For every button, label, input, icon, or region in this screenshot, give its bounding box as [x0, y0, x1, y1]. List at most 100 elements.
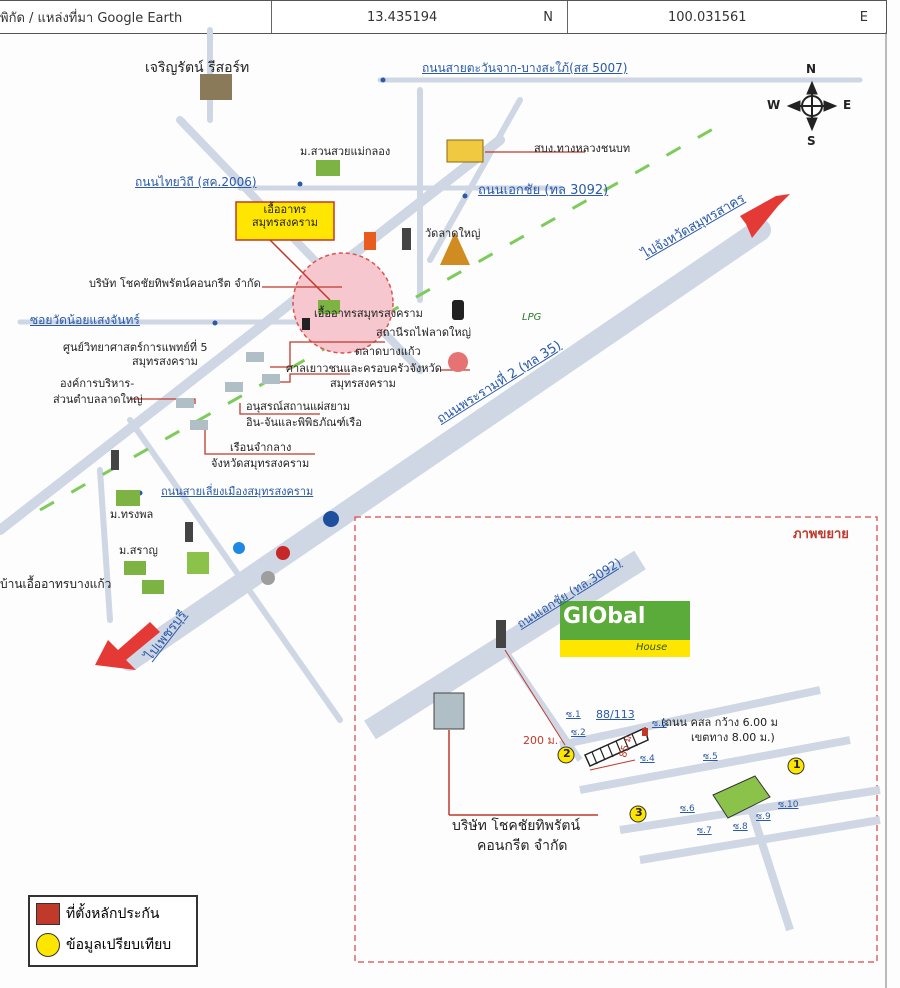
house-icon: [318, 300, 340, 314]
inset-company-label-2: คอนกรีต จำกัด: [477, 838, 568, 854]
inset-road-note-1: (ถนน คสล กว้าง 6.00 ม: [661, 716, 778, 729]
inset-soi-1: ซ.1: [566, 710, 581, 720]
prison-label-2: จังหวัดสมุทรสงคราม: [211, 457, 310, 470]
coordinate-header: พิกัด / แหล่งที่มา Google Earth 13.43519…: [0, 0, 887, 34]
seven-eleven-icon: [364, 232, 376, 250]
traffic-light-icon: [185, 522, 193, 542]
road-bypass: [0, 135, 505, 535]
inset-soi-6: ซ.6: [680, 804, 695, 814]
road-network: [0, 27, 863, 723]
legend-row-collateral: ที่ตั้งหลักประกัน: [36, 903, 159, 925]
resort-label: เจริญรัตน์ รีสอร์ท: [145, 60, 250, 76]
sao-label-1: องค์การบริหาร-: [60, 377, 135, 390]
market-icon: [448, 352, 468, 372]
resort-icon: [200, 74, 232, 100]
road-diag-north: [427, 97, 523, 263]
building-icon: [190, 420, 208, 430]
tambon-office-label: สบง.ทางหลวงชนบท: [534, 142, 631, 155]
building-icon: [262, 374, 280, 384]
science-center-label-1: ศูนย์วิทยาศาสตร์การแพทย์ที่ 5: [63, 341, 208, 354]
arrow-to-samut-sakhon: [740, 194, 790, 238]
railway-line: [39, 123, 721, 512]
building-icon: [176, 398, 194, 408]
inset-soi-2: ซ.2: [571, 728, 586, 738]
inset-brand-name: GlObal: [563, 604, 646, 629]
house-icon: [116, 490, 140, 506]
traffic-light-icon: [111, 450, 119, 470]
temple-label: วัดลาดใหญ่: [425, 227, 481, 240]
train-icon: [452, 300, 464, 320]
longitude-value: 100.031561: [668, 9, 747, 25]
callout-label: เอื้ออาทร สมุทรสงคราม: [252, 203, 318, 229]
m-songphon-label: ม.ทรงพล: [110, 508, 154, 521]
ford-icon: [323, 511, 339, 527]
compass-e: E: [843, 98, 852, 112]
m-saran-label: ม.สราญ: [119, 544, 158, 557]
house-icon: [142, 580, 164, 594]
traffic-light-icon: [402, 228, 411, 250]
latitude-value: 13.435194: [367, 9, 438, 25]
youth-court-label-1: ศาลเยาวชนและครอบครัวจังหวัด: [286, 362, 442, 375]
comparison-swatch: [36, 933, 60, 957]
inset-road-note-2: เขตทาง 8.00 ม.): [691, 731, 775, 744]
inset-company-label-1: บริษัท โชคชัยทิพรัตน์: [452, 818, 581, 834]
arrow-to-phetchaburi: [95, 622, 160, 670]
collateral-swatch: [36, 903, 60, 925]
road-5007-label: ถนนสายตะวันจาก-บางสะใภ้(สส 5007): [422, 61, 628, 75]
road-2006-label: ถนนไทยวิถี (สค.2006): [135, 175, 257, 189]
inset-soi-4: ซ.4: [640, 754, 655, 764]
youth-court-label-2: สมุทรสงคราม: [330, 377, 396, 390]
latitude-cell: 13.435194 N: [272, 1, 568, 33]
comparison-markers: [557, 746, 805, 823]
inset-dist-200: 200 ม.: [523, 734, 559, 747]
inset-plot-no: 88/113: [596, 708, 635, 721]
compass-s: S: [807, 134, 816, 148]
inset-soi-10: ซ.10: [778, 800, 799, 810]
map-legend: ที่ตั้งหลักประกัน ข้อมูลเปรียบเทียบ: [28, 895, 198, 967]
station-label: สถานีรถไฟลาดใหญ่: [376, 326, 472, 339]
road-bypass-label: ถนนสายเลี่ยงเมืองสมุทรสงคราม: [161, 485, 314, 498]
compass-rose: [786, 80, 838, 132]
museum-label: อิน-จันและพิพิธภัณฑ์เรือ: [246, 416, 362, 429]
baan-ua-label: บ้านเอื้ออาทรบางแก้ว: [0, 577, 112, 591]
office-icon: [446, 139, 484, 163]
road-south: [127, 417, 343, 723]
carrefour-icon: [233, 542, 245, 554]
target-area-circle: [292, 252, 394, 354]
building-icon: [225, 382, 243, 392]
inset-soi-8: ซ.8: [733, 822, 748, 832]
marker-1-label: 1: [793, 758, 801, 771]
inset-soi-5: ซ.5: [703, 752, 718, 762]
science-center-label-2: สมุทรสงคราม: [132, 355, 198, 368]
compass-w: W: [767, 98, 781, 112]
longitude-dir: E: [859, 9, 868, 25]
legend-comparison-label: ข้อมูลเปรียบเทียบ: [66, 937, 172, 953]
callout-pointer: [269, 239, 331, 301]
m-suan-label: ม.สวนสวยแม่กลอง: [300, 145, 391, 158]
road-west: [97, 467, 113, 623]
inset-soi-9: ซ.9: [756, 812, 771, 822]
inset-traffic-light-icon: [496, 620, 506, 648]
callout-box: [235, 201, 335, 241]
house-icon: [124, 561, 146, 575]
marker-2-label: 2: [563, 747, 571, 760]
inset-soi-3: ซ.3: [652, 719, 667, 729]
company-label: บริษัท โชคชัยทิพรัตน์คอนกรีต จำกัด: [89, 277, 261, 290]
longitude-cell: 100.031561 E: [568, 1, 886, 33]
prison-label-1: เรือนจำกลาง: [230, 441, 292, 454]
collateral-marker: [302, 318, 310, 330]
brand-logo-strip: [560, 640, 690, 657]
temple-icon: [440, 232, 470, 265]
inset-brand-sub: House: [636, 642, 668, 653]
inset-frame: [354, 516, 878, 963]
monument-label: อนุสรณ์สถานแผ่สยาม: [246, 400, 351, 413]
market-label: ตลาดบางแก้ว: [355, 345, 421, 358]
house-icon: [316, 160, 340, 176]
inset-title: ภาพขยาย: [793, 527, 849, 542]
road-rama2: [119, 219, 771, 671]
lpg-label: LPG: [522, 312, 542, 323]
distance-lines: [504, 649, 636, 771]
nissan-icon: [261, 571, 275, 585]
source-cell: พิกัด / แหล่งที่มา Google Earth: [0, 1, 272, 33]
